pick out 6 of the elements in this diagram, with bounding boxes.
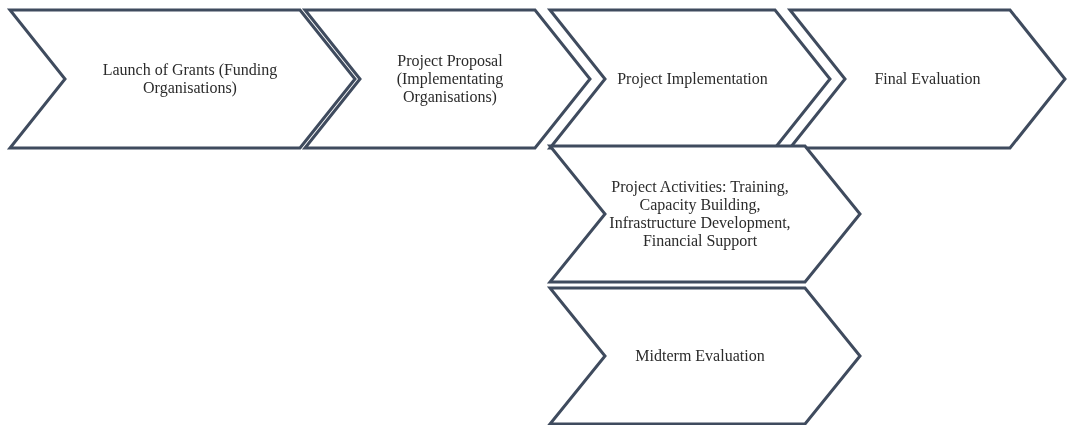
step-label: Project Proposal (Implementating Organisations) [395, 52, 505, 106]
step-label: Midterm Evaluation [635, 347, 765, 365]
step-label: Launch of Grants (Funding Organisations) [101, 61, 279, 97]
step-label: Project Implementation [617, 70, 768, 88]
step-label: Final Evaluation [874, 70, 981, 88]
step-label: Project Activities: Training, Capacity Building, Infrastructure Development, Financial Support [608, 178, 792, 250]
